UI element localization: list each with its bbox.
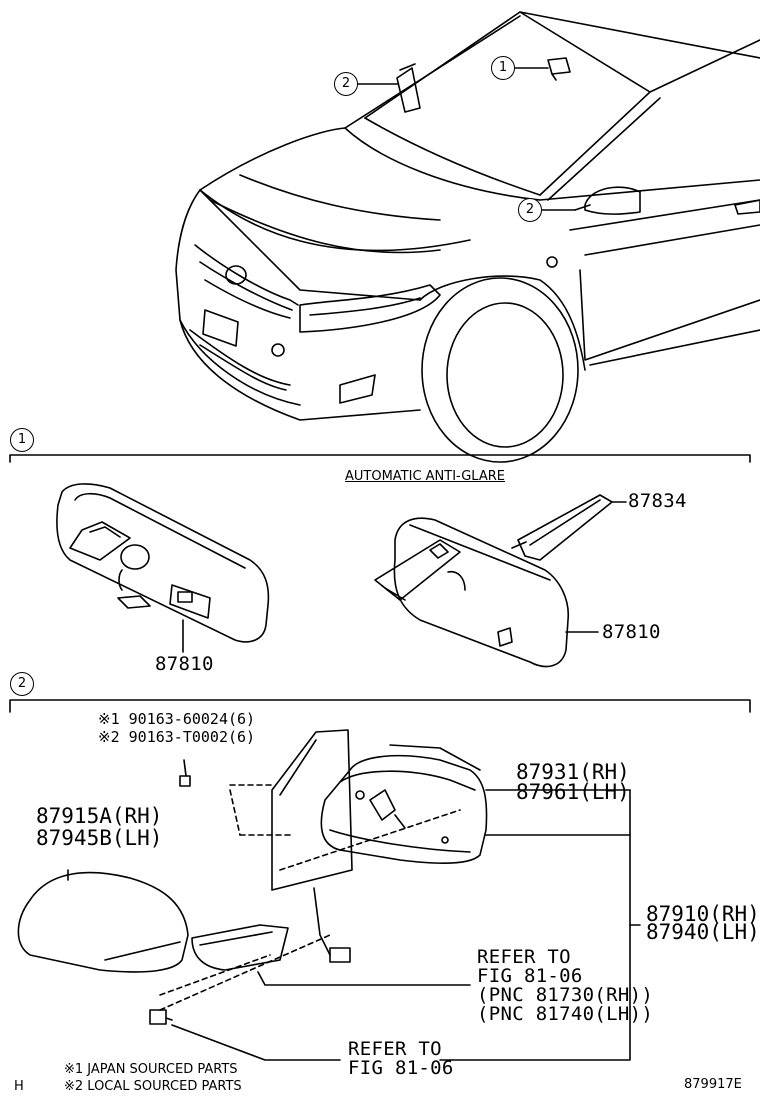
outer-mirror-assembly <box>17 729 641 1061</box>
part-number-87834: 87834 <box>628 490 687 512</box>
inner-mirror-left <box>56 483 270 653</box>
footnote-local: ※2 LOCAL SOURCED PARTS <box>64 1079 242 1094</box>
car-illustration <box>175 11 760 463</box>
footnote-japan: ※1 JAPAN SOURCED PARTS <box>64 1062 238 1077</box>
callout-1-top: 1 <box>491 56 515 80</box>
refer1-line3: (PNC 81730(RH)) <box>477 984 654 1006</box>
bolt-part-japan: ※1 90163-60024(6) <box>98 710 256 728</box>
part-number-87810-right: 87810 <box>602 621 661 643</box>
housing-rh: 87931(RH) <box>516 760 630 784</box>
callout-2-top: 2 <box>334 72 358 96</box>
callout-2-side: 2 <box>518 198 542 222</box>
section2-marker: 2 <box>10 672 34 696</box>
refer1-line4: (PNC 81740(LH)) <box>477 1003 654 1025</box>
section1-marker: 1 <box>10 428 34 452</box>
inner-mirror-right <box>374 494 627 668</box>
section1-frame <box>9 454 751 463</box>
refer2-line2: FIG 81-06 <box>348 1057 454 1079</box>
bolt-part-local: ※2 90163-T0002(6) <box>98 728 256 746</box>
housing-lh: 87961(LH) <box>516 780 630 804</box>
corner-mark: H <box>14 1079 24 1094</box>
refer1-line1: REFER TO <box>477 946 571 968</box>
cover-rh: 87915A(RH) <box>36 804 163 828</box>
cover-lh: 87945B(LH) <box>36 826 163 850</box>
section1-title: AUTOMATIC ANTI-GLARE <box>345 469 505 484</box>
assy-rh: 87910(RH) <box>646 902 760 926</box>
figure-id: 879917E <box>684 1077 742 1092</box>
refer1-line2: FIG 81-06 <box>477 965 583 987</box>
refer2-line1: REFER TO <box>348 1038 442 1060</box>
part-number-87810-left: 87810 <box>155 653 214 675</box>
assy-lh: 87940(LH) <box>646 920 760 944</box>
section2-frame <box>9 699 751 713</box>
